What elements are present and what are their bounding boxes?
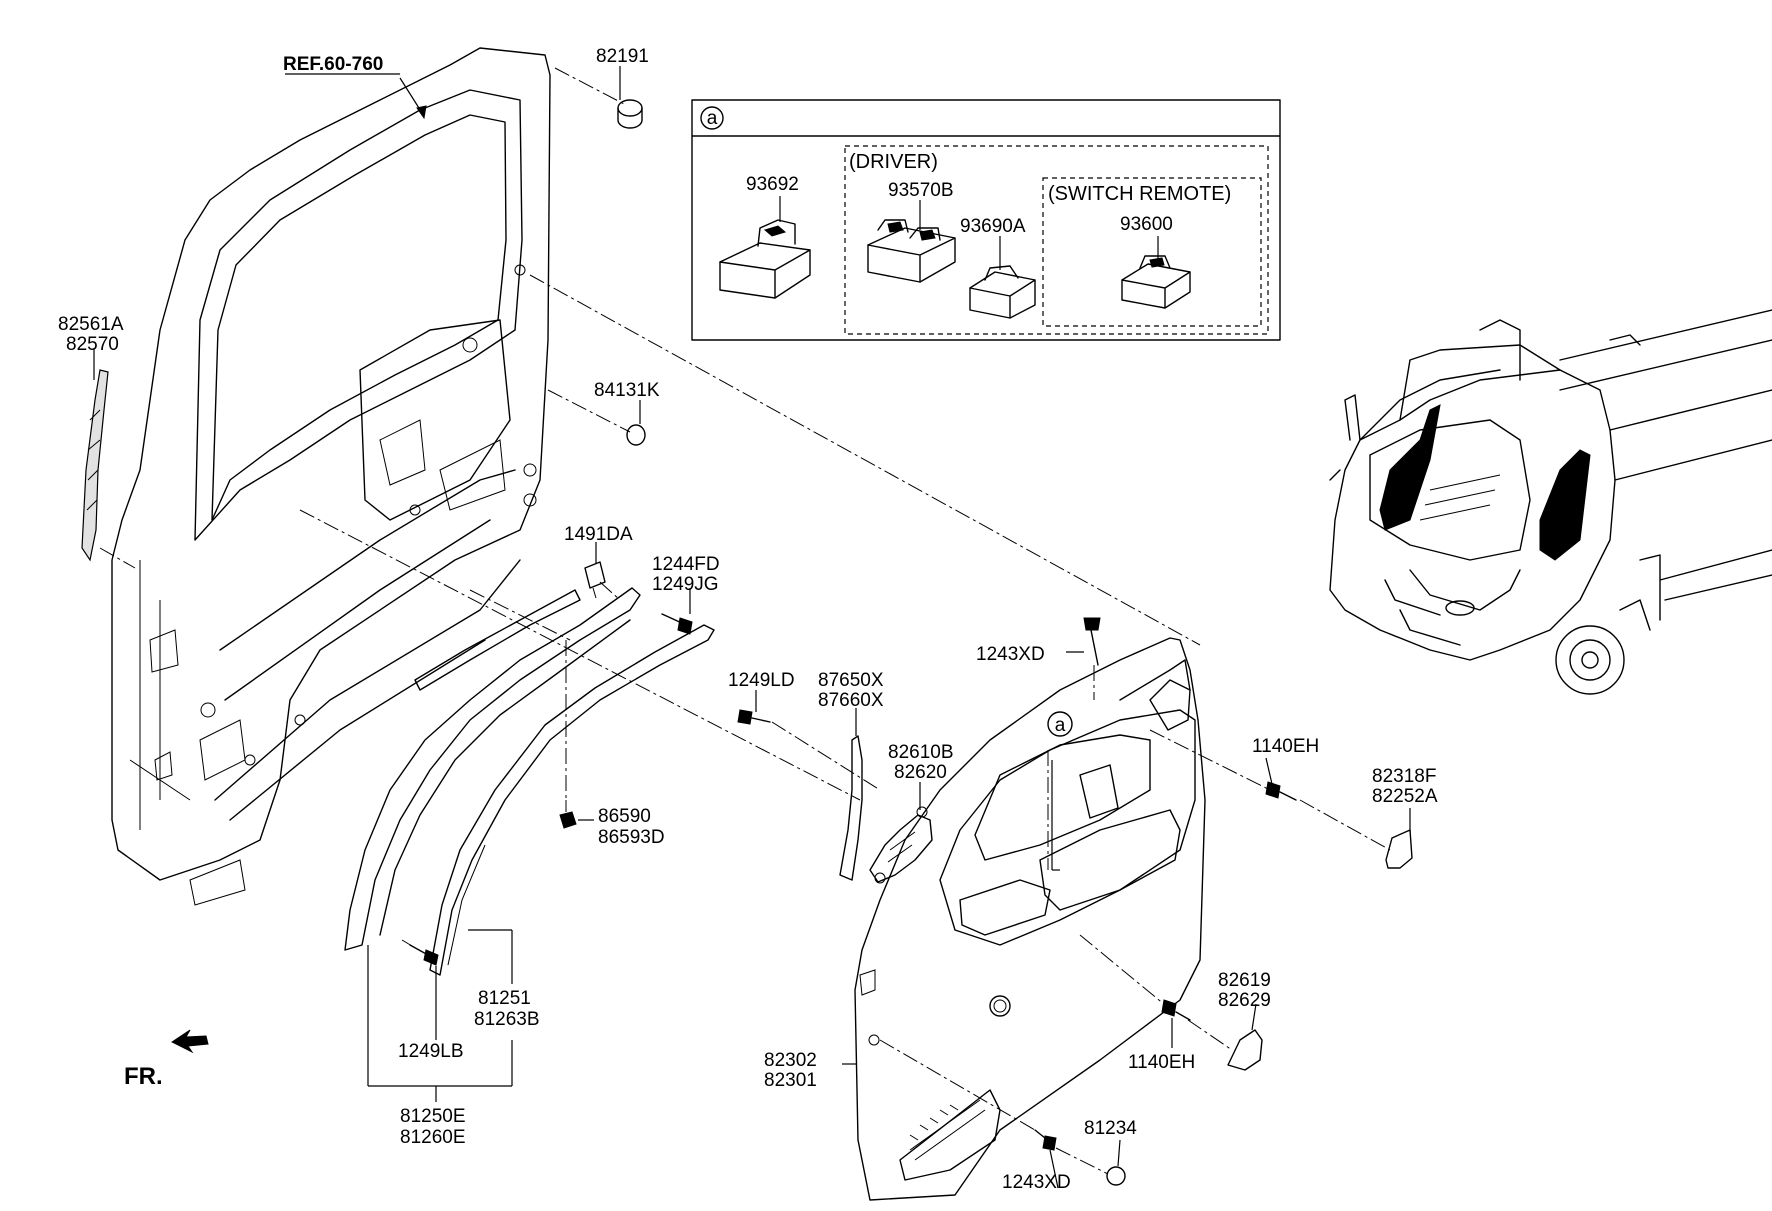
callout-a-door: a xyxy=(1047,711,1073,737)
clip-86590 xyxy=(559,800,577,829)
screw-1243xd-bottom xyxy=(1034,1129,1057,1151)
part-number: 1249JG xyxy=(652,574,719,595)
clip-1491da xyxy=(584,561,606,599)
part-number: 84131K xyxy=(594,380,660,401)
part-number: 87650X xyxy=(818,670,884,691)
front-label: FR. xyxy=(124,1063,163,1090)
handle-seal xyxy=(839,735,863,881)
part-number: 93690A xyxy=(960,216,1026,237)
door-trim-panel xyxy=(854,637,1206,1201)
part-number: 87660X xyxy=(818,690,884,711)
part-number: 86590 xyxy=(598,806,651,827)
front-direction-arrow xyxy=(171,1029,209,1054)
pull-cover-82619 xyxy=(1227,1029,1263,1071)
switch-93690a xyxy=(969,265,1036,319)
part-number: 1243XD xyxy=(1002,1172,1071,1193)
reference-label: REF.60-760 xyxy=(283,54,383,75)
part-number: 82610B xyxy=(888,742,954,763)
part-number: 81251 xyxy=(478,988,531,1009)
part-number: 82191 xyxy=(596,46,649,67)
part-labels: REF.60-760 82191 82561A 82570 84131K 149… xyxy=(58,46,1438,1193)
bolt-1140eh-lower xyxy=(1161,999,1191,1021)
cap-81234 xyxy=(1106,1166,1126,1186)
part-number: 82620 xyxy=(894,762,947,783)
part-number: 1140EH xyxy=(1128,1052,1195,1073)
part-number: 93692 xyxy=(746,174,799,195)
switch-93570b xyxy=(867,219,956,283)
part-number: 81260E xyxy=(400,1127,466,1148)
switch-remote-label: (SWITCH REMOTE) xyxy=(1048,183,1231,205)
alignment-lines xyxy=(99,67,1391,1175)
door-sash-trim xyxy=(344,587,641,951)
bolt-1140eh-upper xyxy=(1265,781,1297,801)
screw-1249lb xyxy=(409,944,439,966)
door-inner-panel xyxy=(111,47,551,906)
part-number: 1243XD xyxy=(976,644,1045,665)
part-number: 82301 xyxy=(764,1070,817,1091)
grommet-82191 xyxy=(617,99,643,129)
part-number: 1249LB xyxy=(398,1041,464,1062)
part-number: 82252A xyxy=(1372,786,1438,807)
switch-93692 xyxy=(719,219,811,299)
part-number: 81250E xyxy=(400,1106,466,1127)
part-number: 81263B xyxy=(474,1009,540,1030)
part-number: 1244FD xyxy=(652,554,720,575)
inside-handle xyxy=(869,806,933,884)
part-number: 81234 xyxy=(1084,1118,1137,1139)
garnish-strip xyxy=(81,369,109,562)
plug-84131k xyxy=(626,424,646,446)
part-number: 82629 xyxy=(1218,990,1271,1011)
part-number: 82318F xyxy=(1372,766,1436,787)
part-number: 1140EH xyxy=(1252,736,1319,757)
part-number: 93600 xyxy=(1120,214,1173,235)
leader-lines xyxy=(93,66,1411,1189)
svg-text:a: a xyxy=(1055,715,1066,736)
part-number: 1249LD xyxy=(728,670,795,691)
part-number: 82619 xyxy=(1218,970,1271,991)
bolt-1244fd xyxy=(661,613,693,635)
bolt-1249ld xyxy=(737,709,771,725)
switch-93600 xyxy=(1121,255,1191,309)
truck-illustration xyxy=(1329,309,1772,695)
driver-label: (DRIVER) xyxy=(849,151,938,173)
callout-a-header: a xyxy=(700,106,724,130)
part-number: 86593D xyxy=(598,827,665,848)
svg-text:a: a xyxy=(707,108,718,129)
screw-1243xd-top xyxy=(1083,617,1101,666)
part-number: 82570 xyxy=(66,334,119,355)
part-number: 1491DA xyxy=(564,524,633,545)
switch-detail-box xyxy=(691,99,1281,341)
belt-moulding xyxy=(429,624,715,976)
part-number: 93570B xyxy=(888,180,954,201)
part-number: 82561A xyxy=(58,314,124,335)
trim-cover-82318f xyxy=(1385,829,1413,869)
part-number: 82302 xyxy=(764,1050,817,1071)
